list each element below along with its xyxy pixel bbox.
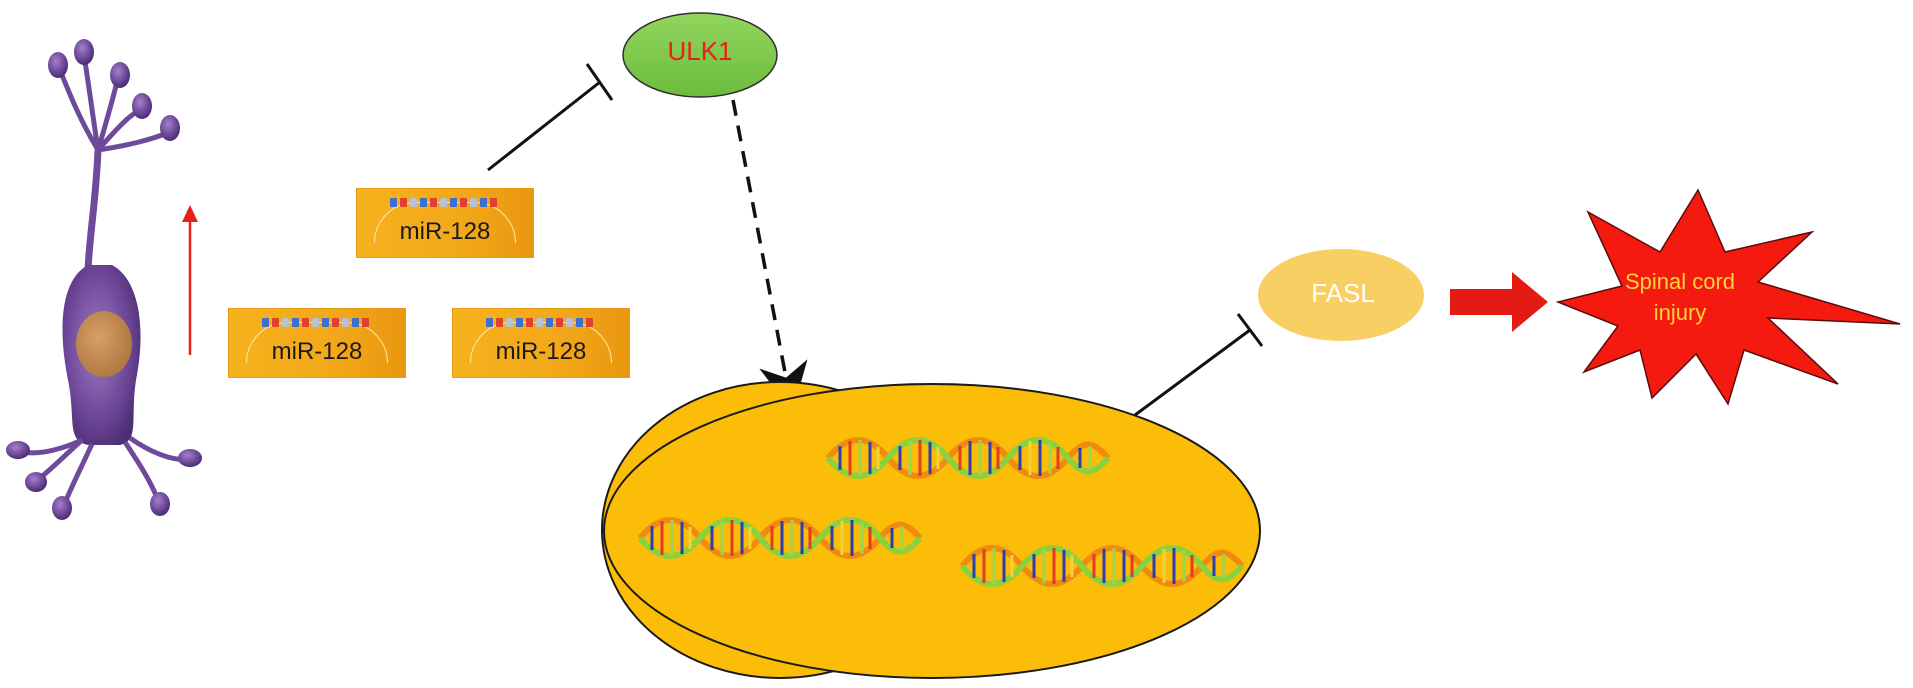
mirna-box: miR-128 (228, 308, 406, 378)
spinal-cord-injury-label: Spinal cord injury (1580, 266, 1780, 328)
starburst-icon (1555, 188, 1901, 406)
mirna-label: miR-128 (399, 218, 491, 245)
inhibition-arrow-icon (487, 63, 614, 172)
mirna-beads (486, 318, 593, 327)
nucleus (603, 383, 1261, 679)
neuron-icon (6, 39, 202, 520)
fasl-node (1258, 249, 1424, 341)
mirna-beads (390, 198, 497, 207)
spinal-cord-injury-line2: injury (1653, 300, 1707, 325)
block-arrow-icon (1450, 272, 1548, 332)
ulk1-node (622, 12, 778, 98)
ulk1-label: ULK1 (667, 36, 733, 66)
fasl-label: FASL (1311, 278, 1375, 308)
mirna-label: miR-128 (271, 338, 363, 365)
dashed-arrow-icon (731, 99, 808, 413)
mirna-beads (262, 318, 369, 327)
inhibition-arrow-icon (1134, 313, 1264, 417)
mirna-box: miR-128 (452, 308, 630, 378)
mirna-label: miR-128 (495, 338, 587, 365)
spinal-cord-injury-line1: Spinal cord (1624, 269, 1736, 294)
up-arrow-icon (182, 205, 198, 355)
mirna-box: miR-128 (356, 188, 534, 258)
